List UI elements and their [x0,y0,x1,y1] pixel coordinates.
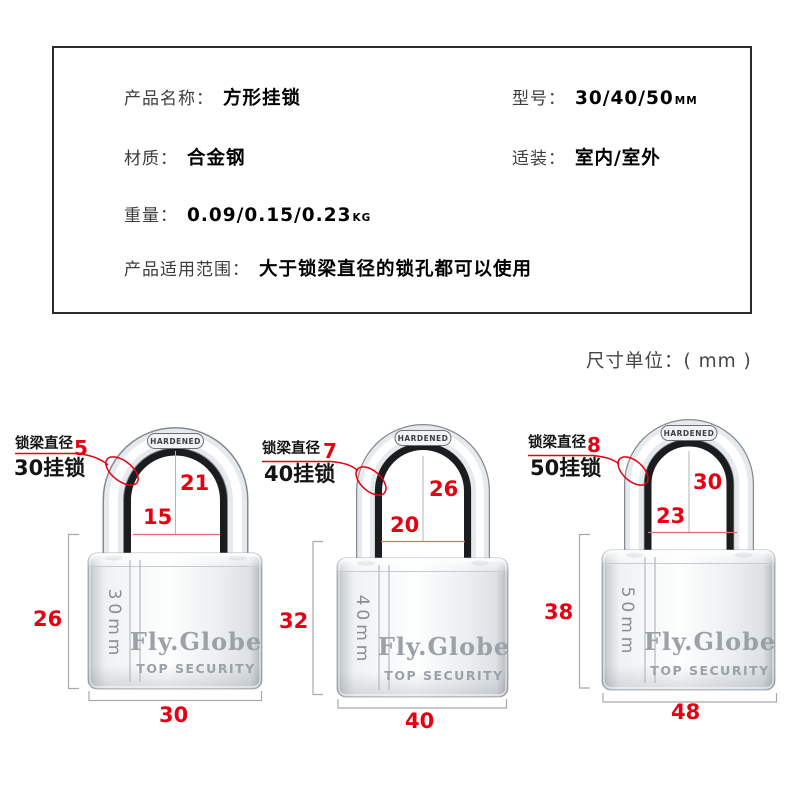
install-value: 室内/室外 [575,148,661,169]
dim-inner-height: 26 [429,477,459,501]
body-groove-lines [378,565,390,690]
install-label: 适装： [512,149,566,169]
weight-label: 重量： [124,206,178,226]
height-bracket [312,540,323,696]
annotation-lines-40mm [262,456,508,709]
dim-body-height: 26 [33,607,63,631]
diameter-loop [355,466,387,496]
product-name-value: 方形挂锁 [223,88,302,109]
dim-body-height: 32 [279,609,309,633]
annotation-lines-30mm [15,451,263,702]
spec-row-product-name: 产品名称： 方形挂锁 [124,84,301,110]
spec-row-weight: 重量： 0.09/0.15/0.23KG [124,201,371,226]
range-label: 产品适用范围： [124,260,250,280]
engraved-size: 30mm [104,589,124,660]
padlock-30mm: HARDENED 30mm Fly.Globe TOP SECURITY [87,427,263,690]
range-value: 大于锁梁直径的锁孔都可以使用 [259,259,533,280]
shackle-inner-stripe [644,439,734,556]
diameter-loop [617,456,649,486]
body-groove-lines [129,560,141,682]
spec-box: 产品名称：方形挂锁 型号：30/40/50MM 材质：合金钢 适装：室内/室外 … [52,46,752,314]
brand-engraving: Fly.Globe [378,632,510,661]
brand-engraving: Fly.Globe [644,627,776,656]
lock-name: 50挂锁 [530,456,602,480]
dimension-unit-note: 尺寸单位：( mm ) [586,351,752,372]
shackle-diameter-value: 5 [74,436,88,460]
annotation-lines-50mm [528,451,778,703]
spec-row-model: 型号： 30/40/50MM [512,84,698,109]
engraved-size: 50mm [617,587,637,658]
hardened-stamp-badge [394,430,452,446]
tagline-engraving: TOP SECURITY [384,668,503,683]
body-groove-lines [644,557,656,683]
weight-value: 0.09/0.15/0.23 [187,205,352,226]
diameter-loop [105,456,139,486]
width-bracket [602,693,778,703]
hardened-stamp-text: HARDENED [150,437,201,446]
hardened-stamp-text: HARDENED [664,429,715,438]
dim-body-height: 38 [544,600,574,624]
dim-inner-height: 21 [180,471,210,495]
dim-inner-height: 30 [693,470,723,494]
model-value: 30/40/50 [575,88,674,109]
hardened-stamp-text: HARDENED [398,434,449,443]
shackle-inner-stripe [375,443,471,564]
width-bracket [88,691,263,702]
dim-body-width: 48 [671,700,701,724]
material-value: 合金钢 [187,148,246,169]
product-name-label: 产品名称： [124,89,214,109]
shackle-diameter-label: 锁梁直径 [262,441,320,457]
tagline-engraving: TOP SECURITY [136,661,255,676]
spec-row-material: 材质： 合金钢 [124,144,246,170]
brand-engraving: Fly.Globe [130,627,262,656]
padlock-50mm: HARDENED 50mm Fly.Globe TOP SECURITY [601,419,776,691]
shackle-diameter-label: 锁梁直径 [15,436,73,452]
lock-name: 40挂锁 [264,462,336,486]
dim-body-width: 30 [159,703,189,727]
shackle-diameter-value: 7 [323,439,337,463]
dim-inner-width: 20 [390,513,420,537]
dim-inner-width: 15 [143,505,173,529]
height-bracket [578,533,590,689]
material-label: 材质： [124,149,178,169]
shackle-diameter-label: 锁梁直径 [528,435,586,451]
spec-row-install: 适装： 室内/室外 [512,144,661,170]
weight-unit: KG [352,212,372,224]
height-bracket [67,533,79,690]
dim-body-width: 40 [405,709,435,733]
model-label: 型号： [512,89,566,109]
padlock-40mm: HARDENED 40mm Fly.Globe TOP SECURITY [336,424,510,698]
model-unit: MM [674,95,698,107]
shackle-diameter-value: 8 [587,433,601,457]
lock-name: 30挂锁 [14,456,86,480]
width-bracket [337,699,508,709]
hardened-stamp-badge [147,433,204,449]
hardened-stamp-badge [660,425,718,441]
spec-row-range: 产品适用范围： 大于锁梁直径的锁孔都可以使用 [124,255,532,281]
engraved-size: 40mm [352,595,372,666]
tagline-engraving: TOP SECURITY [650,663,769,678]
dim-inner-width: 23 [656,504,686,528]
